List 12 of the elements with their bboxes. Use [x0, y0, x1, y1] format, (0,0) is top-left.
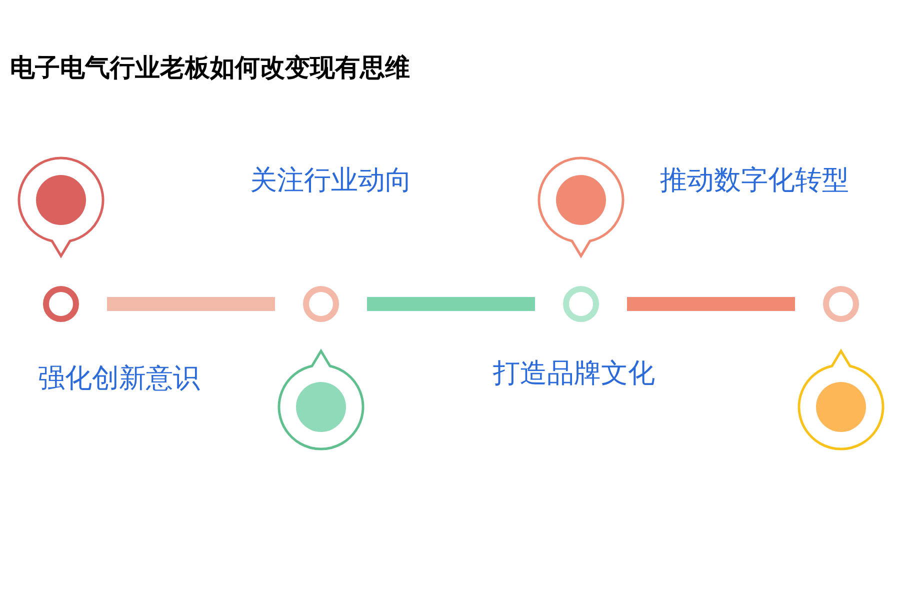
step-label: 推动数字化转型: [660, 164, 849, 197]
ring-marker: [303, 286, 339, 322]
step-label: 关注行业动向: [250, 164, 412, 197]
ring-marker: [823, 286, 859, 322]
connector-bar: [107, 297, 275, 311]
ring-marker: [563, 286, 599, 322]
ring-marker: [43, 286, 79, 322]
title: 电子电气行业老板如何改变现有思维: [10, 53, 410, 84]
step-label: 打造品牌文化: [493, 357, 655, 390]
connector-bar: [367, 297, 535, 311]
step-label: 强化创新意识: [38, 362, 200, 395]
connector-bar: [627, 297, 795, 311]
